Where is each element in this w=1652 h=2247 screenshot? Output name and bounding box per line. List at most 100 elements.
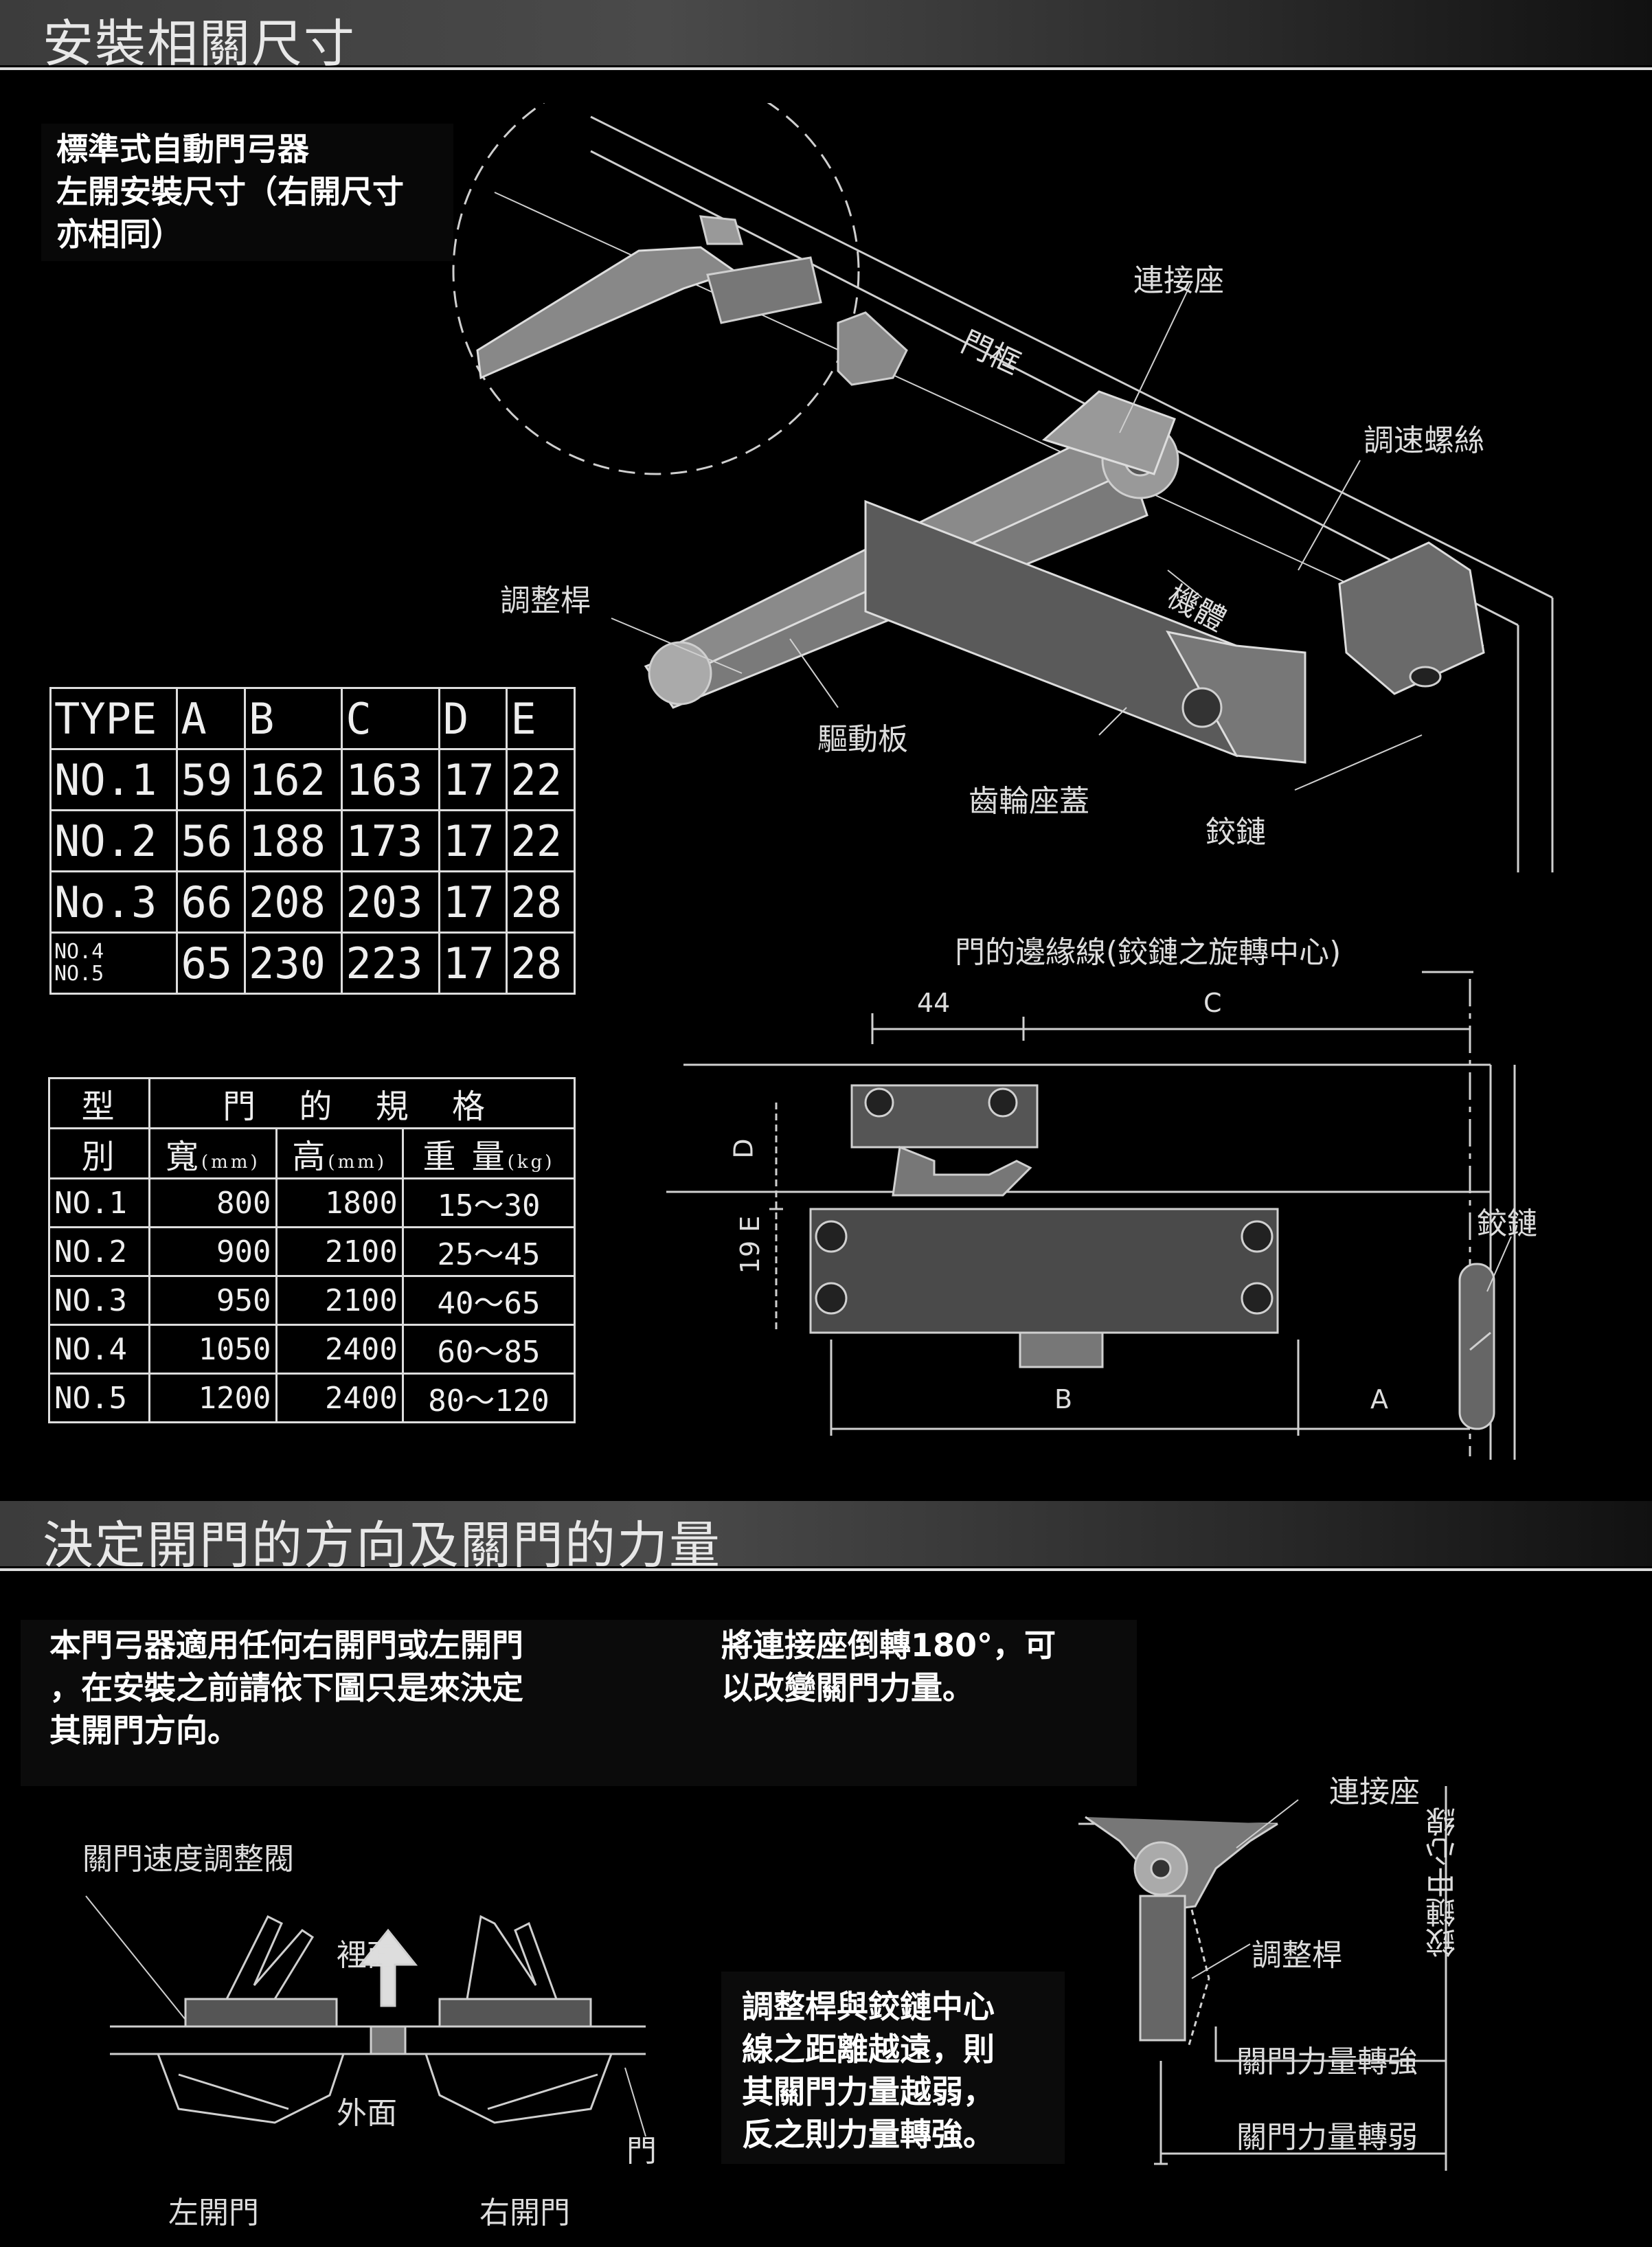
direction-note-box [21,1620,708,1786]
dimension-table: TYPE A B C D E NO.1 59 162 163 17 22 NO.… [49,687,576,995]
label-force-adjust-arm: 調整桿 [1252,1938,1342,1973]
table-row: NO.3 950 2100 40～65 [47,1275,576,1326]
table-cell: 173 [341,809,440,872]
height-header: 高 [292,1138,328,1176]
table-cell: A [176,687,246,750]
weight-unit: (kg) [507,1152,555,1173]
label-outside: 外面 [337,2096,397,2131]
table-row: NO.5 1200 2400 80～120 [47,1373,576,1423]
intro-note-box [41,124,453,261]
table-cell: 別 [47,1127,151,1179]
section2-title-rule [0,1568,1652,1571]
table-cell: 門 的 規 格 [148,1077,576,1129]
table-cell: 15～30 [401,1177,576,1228]
table-cell: NO.2 [49,809,179,872]
table-cell: 188 [243,809,343,872]
table-cell: 40～65 [401,1275,576,1326]
label-speed-screw: 調速螺絲 [1364,423,1484,458]
label-gear-cover: 齒輪座蓋 [969,784,1089,819]
label-drive-plate: 驅動板 [817,722,908,757]
spec-table: 型 門 的 規 格 別 寬(mm) 高(mm) 重 量(kg) NO.1 800… [47,1077,576,1423]
label-edge-line: 門的邊緣線(鉸鏈之旋轉中心) [955,935,1342,970]
table-cell: 162 [243,748,343,811]
section1-title-bar [0,0,1652,65]
plan-view-drawing [666,971,1516,1460]
weight-header: 重 量 [422,1138,508,1176]
table-cell: 60～85 [401,1324,576,1375]
table-cell: NO.5 [47,1373,151,1423]
table-row: NO.2 900 2100 25～45 [47,1226,576,1277]
table-cell: 17 [438,748,508,811]
table-cell: 208 [243,870,343,934]
table-header-row: 別 寬(mm) 高(mm) 重 量(kg) [47,1127,576,1179]
table-cell: 17 [438,809,508,872]
table-cell: 1800 [275,1177,404,1228]
table-cell: B [243,687,343,750]
label-inside: 裡面 [337,1938,397,1973]
table-cell: 163 [341,748,440,811]
direction-drawing [85,1895,646,2137]
table-cell: NO.4 NO.5 [49,931,179,995]
table-cell: NO.3 [47,1275,151,1326]
force-note: 將連接座倒轉180°，可 以改變關門力量。 [721,1627,1056,1706]
table-cell: 2400 [275,1373,404,1423]
table-cell: 28 [506,870,576,934]
label-force-connector: 連接座 [1329,1774,1420,1809]
width-header: 寬 [166,1138,202,1176]
table-cell: E [506,687,576,750]
label-dim-44: 44 [917,988,951,1018]
table-cell: 1200 [148,1373,278,1423]
table-header-row: TYPE A B C D E [49,687,576,750]
table-cell: 800 [148,1177,278,1228]
label-door: 門 [626,2134,657,2169]
section2-title-bar [0,1501,1652,1566]
table-cell: 17 [438,931,508,995]
section2-title: 決定開門的方向及關門的力量 [43,1516,721,1575]
label-dim-b: B [1054,1384,1073,1414]
table-cell: 22 [506,809,576,872]
table-cell: 型 [47,1077,151,1129]
table-row: No.3 66 208 203 17 28 [49,870,576,934]
table-cell: No.3 [49,870,179,934]
intro-note: 標準式自動門弓器 左開安裝尺寸（右開尺寸 亦相同） [56,131,404,253]
label-stronger: 關門力量轉強 [1236,2044,1418,2079]
label-right-open: 右開門 [479,2195,570,2231]
table-cell: 1050 [148,1324,278,1375]
table-cell: TYPE [49,687,179,750]
table-row: NO.4 1050 2400 60～85 [47,1324,576,1375]
table-cell: 203 [341,870,440,934]
table-cell: 900 [148,1226,278,1277]
table-cell: 重 量(kg) [401,1127,576,1179]
label-left-open: 左開門 [168,2195,259,2231]
table-cell: 2400 [275,1324,404,1375]
force-note-box [708,1620,1137,1786]
label-dim-c: C [1203,988,1222,1018]
section1-title-rule [0,67,1652,70]
label-hinge: 鉸鏈 [1206,815,1266,850]
table-cell: 17 [438,870,508,934]
table-cell: 65 [176,931,246,995]
table-cell: NO.2 [47,1226,151,1277]
table-row: NO.1 800 1800 15～30 [47,1177,576,1228]
table-header-row: 型 門 的 規 格 [47,1077,576,1129]
label-plan-hinge: 鉸鏈 [1477,1206,1537,1241]
table-cell: 80～120 [401,1373,576,1423]
label-hinge-center: 鉸鏈中心線 [1426,1807,1461,1958]
table-cell: 高(mm) [275,1127,404,1179]
label-weaker: 關門力量轉弱 [1236,2120,1418,2155]
distance-note: 調整桿與鉸鏈中心 線之距離越遠，則 其關門力量越弱， 反之則力量轉強。 [742,1988,995,2153]
table-cell: 223 [341,931,440,995]
table-row: NO.2 56 188 173 17 22 [49,809,576,872]
table-cell: 59 [176,748,246,811]
table-cell: 22 [506,748,576,811]
table-cell: NO.1 [47,1177,151,1228]
table-cell: 25～45 [401,1226,576,1277]
table-cell: 950 [148,1275,278,1326]
label-connector: 連接座 [1133,263,1224,298]
table-cell: 56 [176,809,246,872]
table-cell: 2100 [275,1226,404,1277]
label-valve: 關門速度調整閥 [82,1842,294,1877]
section1-title: 安裝相關尺寸 [43,14,356,74]
label-dim-e: 19 E [735,1215,766,1274]
table-cell: C [341,687,440,750]
